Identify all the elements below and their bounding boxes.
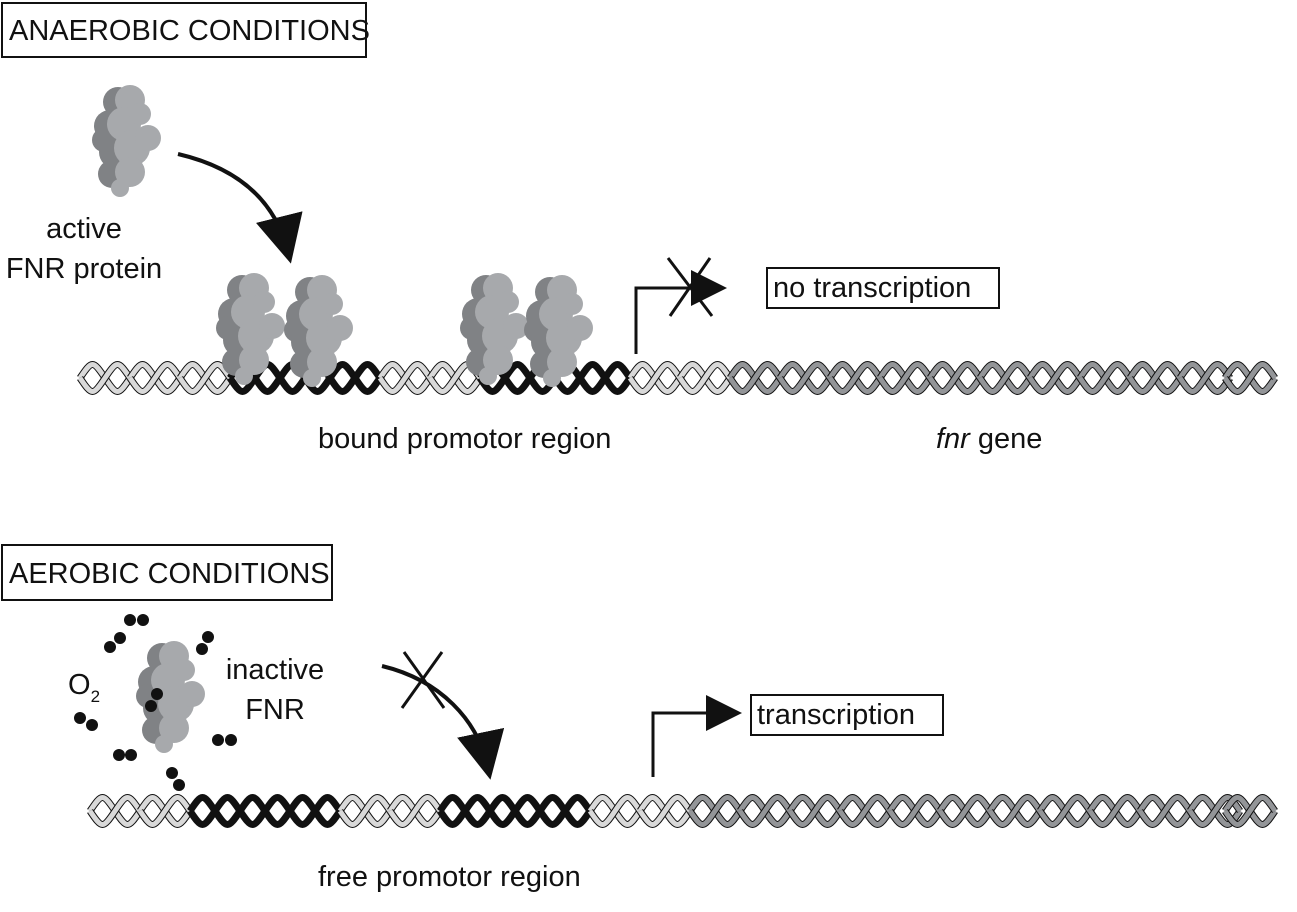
oxygen-molecule-icon xyxy=(212,734,237,746)
no-transcription-label: no transcription xyxy=(773,272,971,304)
free-promotor-label: free promotor region xyxy=(318,861,581,893)
bound-promotor-label: bound promotor region xyxy=(318,423,611,455)
transcription-start-arrow xyxy=(634,270,727,354)
active-protein-label-line1: active xyxy=(46,213,122,245)
anaerobic-panel: ANAEROBIC CONDITIONS active FNR protein xyxy=(1,2,1275,455)
inactive-fnr-protein-icon xyxy=(136,641,205,753)
aerobic-header: AEROBIC CONDITIONS xyxy=(9,558,330,590)
fnr-gene-name: fnr xyxy=(936,423,971,455)
anaerobic-header: ANAEROBIC CONDITIONS xyxy=(9,15,370,47)
active-fnr-protein-icon xyxy=(92,85,161,197)
inactive-protein-label-line2: FNR xyxy=(245,694,305,726)
bound-fnr-protein-icon xyxy=(284,275,353,387)
binding-arrow xyxy=(177,152,303,264)
blocked-binding-arrow xyxy=(381,664,505,780)
oxygen-molecule-icon xyxy=(124,614,149,626)
active-protein-label-line2: FNR protein xyxy=(6,253,162,285)
oxygen-molecule-icon xyxy=(74,712,98,731)
oxygen-label: O2 xyxy=(68,669,100,706)
aerobic-dna-strand xyxy=(90,798,1275,825)
oxygen-molecule-icon xyxy=(104,632,126,653)
blocked-x-icon xyxy=(666,257,714,317)
transcription-label: transcription xyxy=(757,699,915,731)
transcription-box xyxy=(750,694,944,736)
oxygen-subscript: 2 xyxy=(91,687,100,706)
inactive-protein-label-line1: inactive xyxy=(226,654,324,686)
aerobic-header-box xyxy=(1,544,333,601)
blocked-binding-x-icon xyxy=(400,651,446,709)
gene-word: gene xyxy=(970,423,1043,455)
oxygen-molecule-icon xyxy=(113,749,137,761)
oxygen-symbol: O xyxy=(68,669,91,701)
aerobic-panel: AEROBIC CONDITIONS O2 inactive FNR xyxy=(1,544,1275,893)
no-transcription-box xyxy=(766,267,1000,309)
fnr-gene-label: fnr gene xyxy=(936,423,1042,455)
transcription-start-arrow xyxy=(651,695,742,777)
oxygen-molecule-icon xyxy=(166,767,185,791)
oxygen-molecule-icon xyxy=(196,631,214,655)
oxygen-molecules xyxy=(74,614,237,791)
anaerobic-header-box xyxy=(1,2,367,58)
oxygen-molecule-icon xyxy=(145,688,163,712)
